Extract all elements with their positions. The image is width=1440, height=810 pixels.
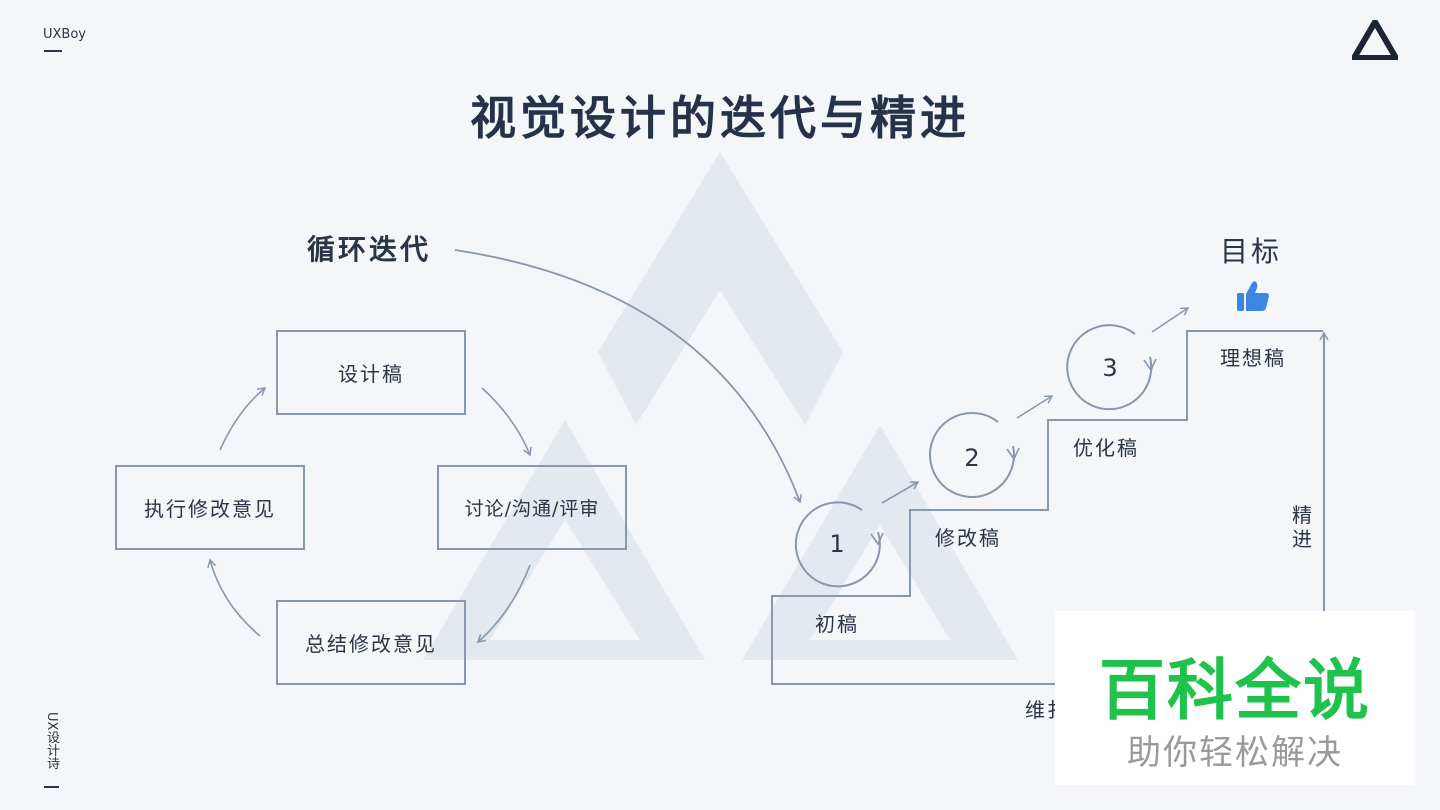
- staircase-line: [771, 330, 1323, 685]
- step-number-3: 3: [1102, 354, 1118, 382]
- brand-label: UXBoy: [43, 27, 86, 42]
- brand-underline: [44, 50, 62, 52]
- step-circle-3: [1066, 324, 1157, 411]
- side-label-line: [44, 786, 59, 788]
- cycle-box-discuss-review: 讨论/沟通/评审: [437, 465, 627, 550]
- watermark-panel: 百科全说 助你轻松解决: [1055, 611, 1415, 785]
- watermark-title: 百科全说: [1099, 652, 1371, 729]
- goal-label: 目标: [1220, 235, 1283, 268]
- watermark-subtitle: 助你轻松解决: [1127, 733, 1343, 773]
- cycle-heading: 循环迭代: [307, 233, 432, 266]
- cycle-box-apply-feedback: 执行修改意见: [115, 465, 305, 550]
- step-arrow-1-2: [881, 481, 920, 504]
- cycle-arrow-top-right: [481, 387, 532, 457]
- background-triangles: [423, 152, 1018, 660]
- triangle-logo-icon: [1352, 20, 1398, 60]
- refine-label: 精进: [1292, 503, 1312, 551]
- step-arrow-2-3: [1016, 395, 1054, 419]
- iteration-curve-arrow: [454, 249, 803, 504]
- cycle-box-design-draft: 设计稿: [276, 330, 466, 415]
- side-vertical-label: UX设计诗: [44, 712, 59, 770]
- step-label-revised-draft: 修改稿: [935, 526, 1001, 550]
- step-label-optimized-draft: 优化稿: [1073, 436, 1139, 460]
- step-label-first-draft: 初稿: [815, 612, 859, 636]
- cycle-arrow-bottom-left: [207, 558, 261, 637]
- step-circle-1: [794, 501, 884, 588]
- step-number-1: 1: [829, 530, 845, 558]
- thumbs-up-icon: [1237, 281, 1269, 311]
- cycle-arrow-top-left: [219, 387, 267, 451]
- step-label-ideal-draft: 理想稿: [1220, 346, 1286, 370]
- step-arrow-3-goal: [1151, 307, 1190, 333]
- step-circle-2: [929, 411, 1020, 498]
- step-number-2: 2: [964, 444, 980, 472]
- cycle-arrow-bottom-right: [476, 564, 531, 644]
- cycle-box-summarize-feedback: 总结修改意见: [276, 600, 466, 685]
- page-title: 视觉设计的迭代与精进: [470, 91, 970, 145]
